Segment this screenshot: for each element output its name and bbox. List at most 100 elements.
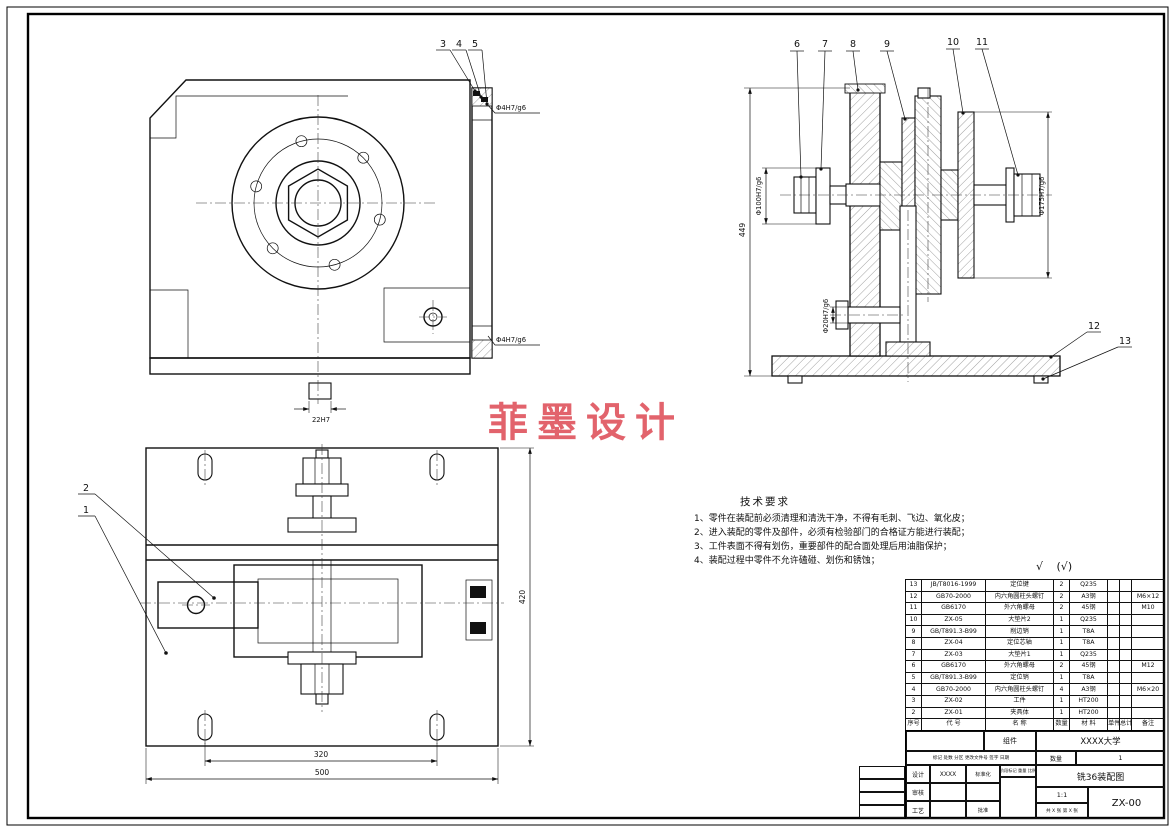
bom-row: 6 GB6170 外六角螺母 2 45钢 M12	[905, 660, 1165, 673]
bom-cell-no: 10	[905, 613, 922, 627]
bom-cell-remark: M10	[1131, 602, 1165, 615]
bom-cell-remark	[1131, 613, 1165, 627]
archive-cell	[859, 805, 905, 818]
technical-requirements: 技术要求 1、零件在装配前必须清理和清洗干净，不得有毛刺、飞边、氧化皮；2、进入…	[694, 494, 1044, 568]
bom-cell-remark: M6×12	[1131, 590, 1165, 604]
balloon-3: 3	[436, 39, 477, 93]
standardization-label-cell: 标准化	[966, 765, 1000, 783]
bom-cell-no: 12	[905, 590, 922, 604]
bom-cell-weight-total	[1119, 602, 1132, 615]
svg-text:7: 7	[822, 39, 828, 50]
bom-cell-material: Q235	[1069, 613, 1108, 627]
stage-weight-scale-header: 阶段标记 重量 比例	[1000, 765, 1036, 777]
bom-cell-weight-total	[1119, 636, 1132, 650]
part-type-cell: 组件	[984, 731, 1036, 751]
check-mark-paren: (√)	[1056, 560, 1073, 573]
design-value-cell: XXXX	[930, 765, 966, 783]
bom-cell-qty: 2	[1053, 602, 1070, 615]
bom-cell-code: GB6170	[921, 602, 986, 615]
bom-cell-code: GB70-2000	[921, 590, 986, 604]
bom-cell-material: A3钢	[1069, 590, 1108, 604]
bom-cell-material: Q235	[1069, 648, 1108, 662]
bom-row: 2 ZX-01 夹具体 1 HT200	[905, 706, 1165, 720]
archive-cell	[859, 779, 905, 792]
change-record-header: 标记 处数 分区 更改文件号 签字 日期	[906, 751, 1036, 765]
title-block: 组件 标记 处数 分区 更改文件号 签字 日期 设计 XXXX 标准化 阶段标记…	[905, 730, 1165, 819]
process-label-cell: 工艺	[906, 801, 930, 819]
bom-cell-name: 夹具体	[985, 706, 1054, 720]
bom-header-name: 名 称	[985, 718, 1054, 731]
bom-cell-name: 内六角圆柱头螺钉	[985, 683, 1054, 696]
svg-text:5: 5	[472, 39, 478, 50]
bom-header-row: 序号 代 号 名 称 数量 材 料 单件 总计 备注	[905, 718, 1165, 731]
bom-header-no: 序号	[905, 718, 922, 731]
bom-cell-code: GB6170	[921, 660, 986, 673]
bom-cell-weight-total	[1119, 648, 1132, 662]
bom-cell-name: 定位键	[985, 579, 1054, 592]
bom-cell-qty: 1	[1053, 706, 1070, 720]
dim-phi4-top: Φ4H7/g6	[496, 104, 526, 112]
bom-row: 12 GB70-2000 内六角圆柱头螺钉 2 A3钢 M6×12	[905, 590, 1165, 604]
bom-cell-weight-total	[1119, 590, 1132, 604]
balloon-4: 4	[452, 39, 483, 99]
dim-320: 320	[314, 750, 329, 759]
dim-phi4-bottom: Φ4H7/g6	[496, 336, 526, 344]
bom-row: 4 GB70-2000 内六角圆柱头螺钉 4 A3钢 M6×20	[905, 683, 1165, 696]
bom-cell-weight-total	[1119, 671, 1132, 685]
bom-cell-name: 大垫片1	[985, 648, 1054, 662]
balloon-5: 5	[468, 39, 489, 106]
balloon-13: 13	[1041, 336, 1132, 381]
qty-value-cell: 1	[1076, 751, 1165, 765]
bom-cell-weight-total	[1119, 660, 1132, 673]
bom-cell-no: 6	[905, 660, 922, 673]
bom-cell-remark	[1131, 706, 1165, 720]
bom-cell-weight-unit	[1107, 694, 1120, 708]
bom-cell-weight-unit	[1107, 579, 1120, 592]
process-value-cell	[930, 801, 966, 819]
bom-cell-no: 13	[905, 579, 922, 592]
bom-cell-name: 外六角螺母	[985, 602, 1054, 615]
check-label-cell: 审核	[906, 783, 930, 801]
dim-phi100: Φ100H7/g6	[755, 177, 763, 216]
archive-cell	[859, 766, 905, 779]
bom-cell-name: 内六角圆柱头螺钉	[985, 590, 1054, 604]
approve-label-cell: 批准	[966, 801, 1000, 819]
bom-row: 5 GB/T891.3-B99 定位销 1 T8A	[905, 671, 1165, 685]
plan-view	[140, 444, 504, 747]
bom-cell-material: A3钢	[1069, 683, 1108, 696]
bom-cell-qty: 2	[1053, 590, 1070, 604]
bom-header-weight-total: 总计	[1119, 718, 1132, 731]
bom-cell-qty: 1	[1053, 625, 1070, 638]
bom-cell-qty: 1	[1053, 694, 1070, 708]
bom-cell-material: T8A	[1069, 636, 1108, 650]
bom-cell-name: 定位芯轴	[985, 636, 1054, 650]
bom-header-material: 材 料	[1069, 718, 1108, 731]
balloon-11: 11	[975, 37, 1020, 177]
bom-header-weight-unit: 单件	[1107, 718, 1120, 731]
bom-cell-name: 大垫片2	[985, 613, 1054, 627]
svg-text:12: 12	[1088, 321, 1100, 332]
bom-cell-qty: 1	[1053, 613, 1070, 627]
bom-cell-remark	[1131, 694, 1165, 708]
front-view	[149, 79, 493, 404]
tech-requirements-list: 1、零件在装配前必须清理和清洗干净，不得有毛刺、飞边、氧化皮；2、进入装配的零件…	[694, 512, 1044, 568]
dim-22h7: 22H7	[312, 416, 330, 424]
balloon-8: 8	[846, 39, 860, 92]
bom-row: 7 ZX-03 大垫片1 1 Q235	[905, 648, 1165, 662]
bom-header-qty: 数量	[1053, 718, 1070, 731]
svg-text:6: 6	[794, 39, 800, 50]
bom-cell-name: 外六角螺母	[985, 660, 1054, 673]
bom-row: 13 JB/T8016-1999 定位键 2 Q235	[905, 579, 1165, 592]
bom-row: 10 ZX-05 大垫片2 1 Q235	[905, 613, 1165, 627]
svg-text:8: 8	[850, 39, 856, 50]
bom-cell-no: 9	[905, 625, 922, 638]
bom-cell-no: 7	[905, 648, 922, 662]
bom-cell-no: 5	[905, 671, 922, 685]
bom-cell-weight-total	[1119, 694, 1132, 708]
bom-cell-weight-unit	[1107, 660, 1120, 673]
title-block-empty-cell-2	[966, 783, 1000, 801]
bom-cell-name: 削边销	[985, 625, 1054, 638]
unit-name-cell: XXXX大学	[1036, 731, 1165, 751]
bom-table: 13 JB/T8016-1999 定位键 2 Q235 12 GB70-2000…	[905, 579, 1165, 731]
